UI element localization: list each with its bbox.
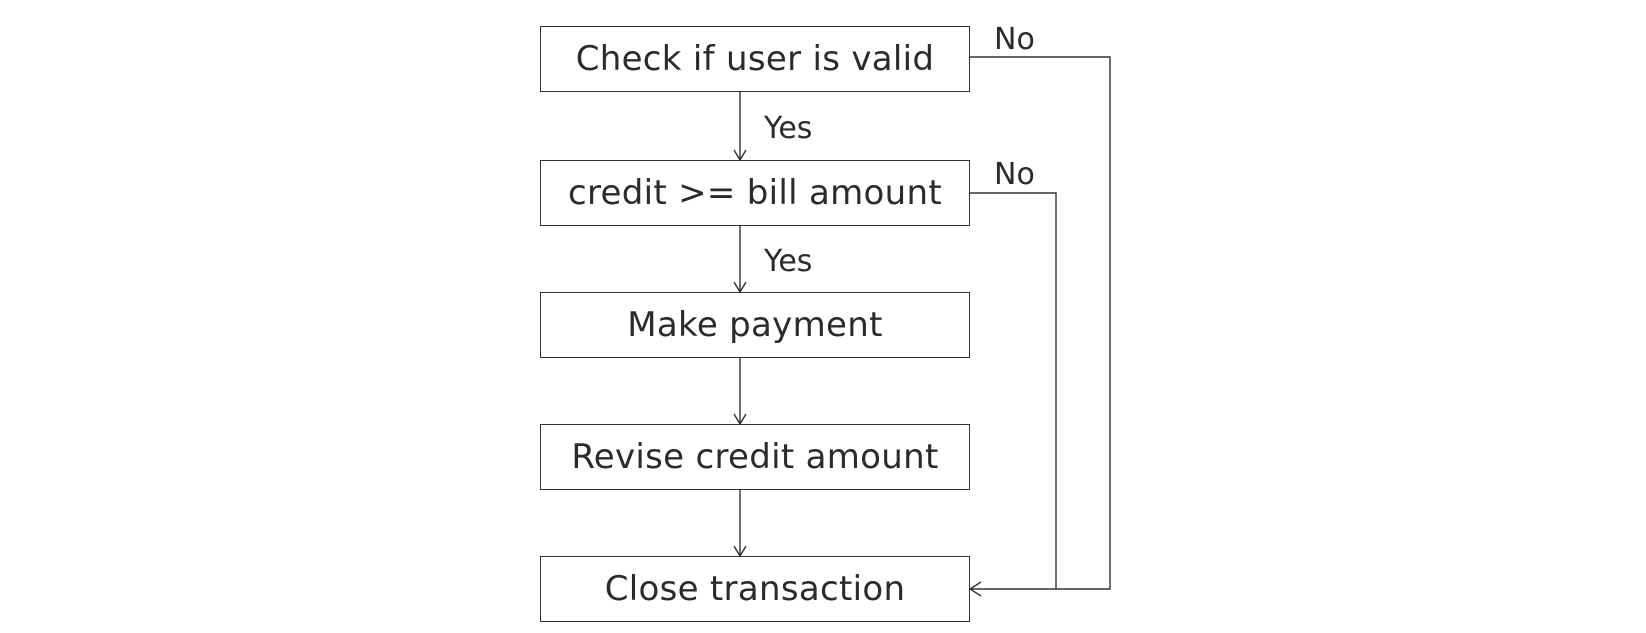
step-label: Revise credit amount: [571, 437, 939, 477]
no-path-credit-to-close: [970, 192, 1057, 589]
step-make-payment: Make payment: [540, 292, 970, 358]
edge-label-yes: Yes: [764, 111, 813, 146]
no-path-check-to-close: [970, 56, 1111, 590]
step-close-transaction: Close transaction: [540, 556, 970, 622]
step-label: Close transaction: [604, 569, 906, 609]
arrowhead-into-close: [968, 581, 982, 597]
step-credit-check: credit >= bill amount: [540, 160, 970, 226]
step-check-user-valid: Check if user is valid: [540, 26, 970, 92]
step-label: Make payment: [627, 305, 883, 345]
edge-label-no: No: [994, 157, 1035, 192]
step-label: Check if user is valid: [575, 39, 935, 79]
edge-label-no: No: [994, 22, 1035, 57]
edge-label-yes: Yes: [764, 244, 813, 279]
step-revise-credit: Revise credit amount: [540, 424, 970, 490]
step-label: credit >= bill amount: [567, 173, 942, 213]
